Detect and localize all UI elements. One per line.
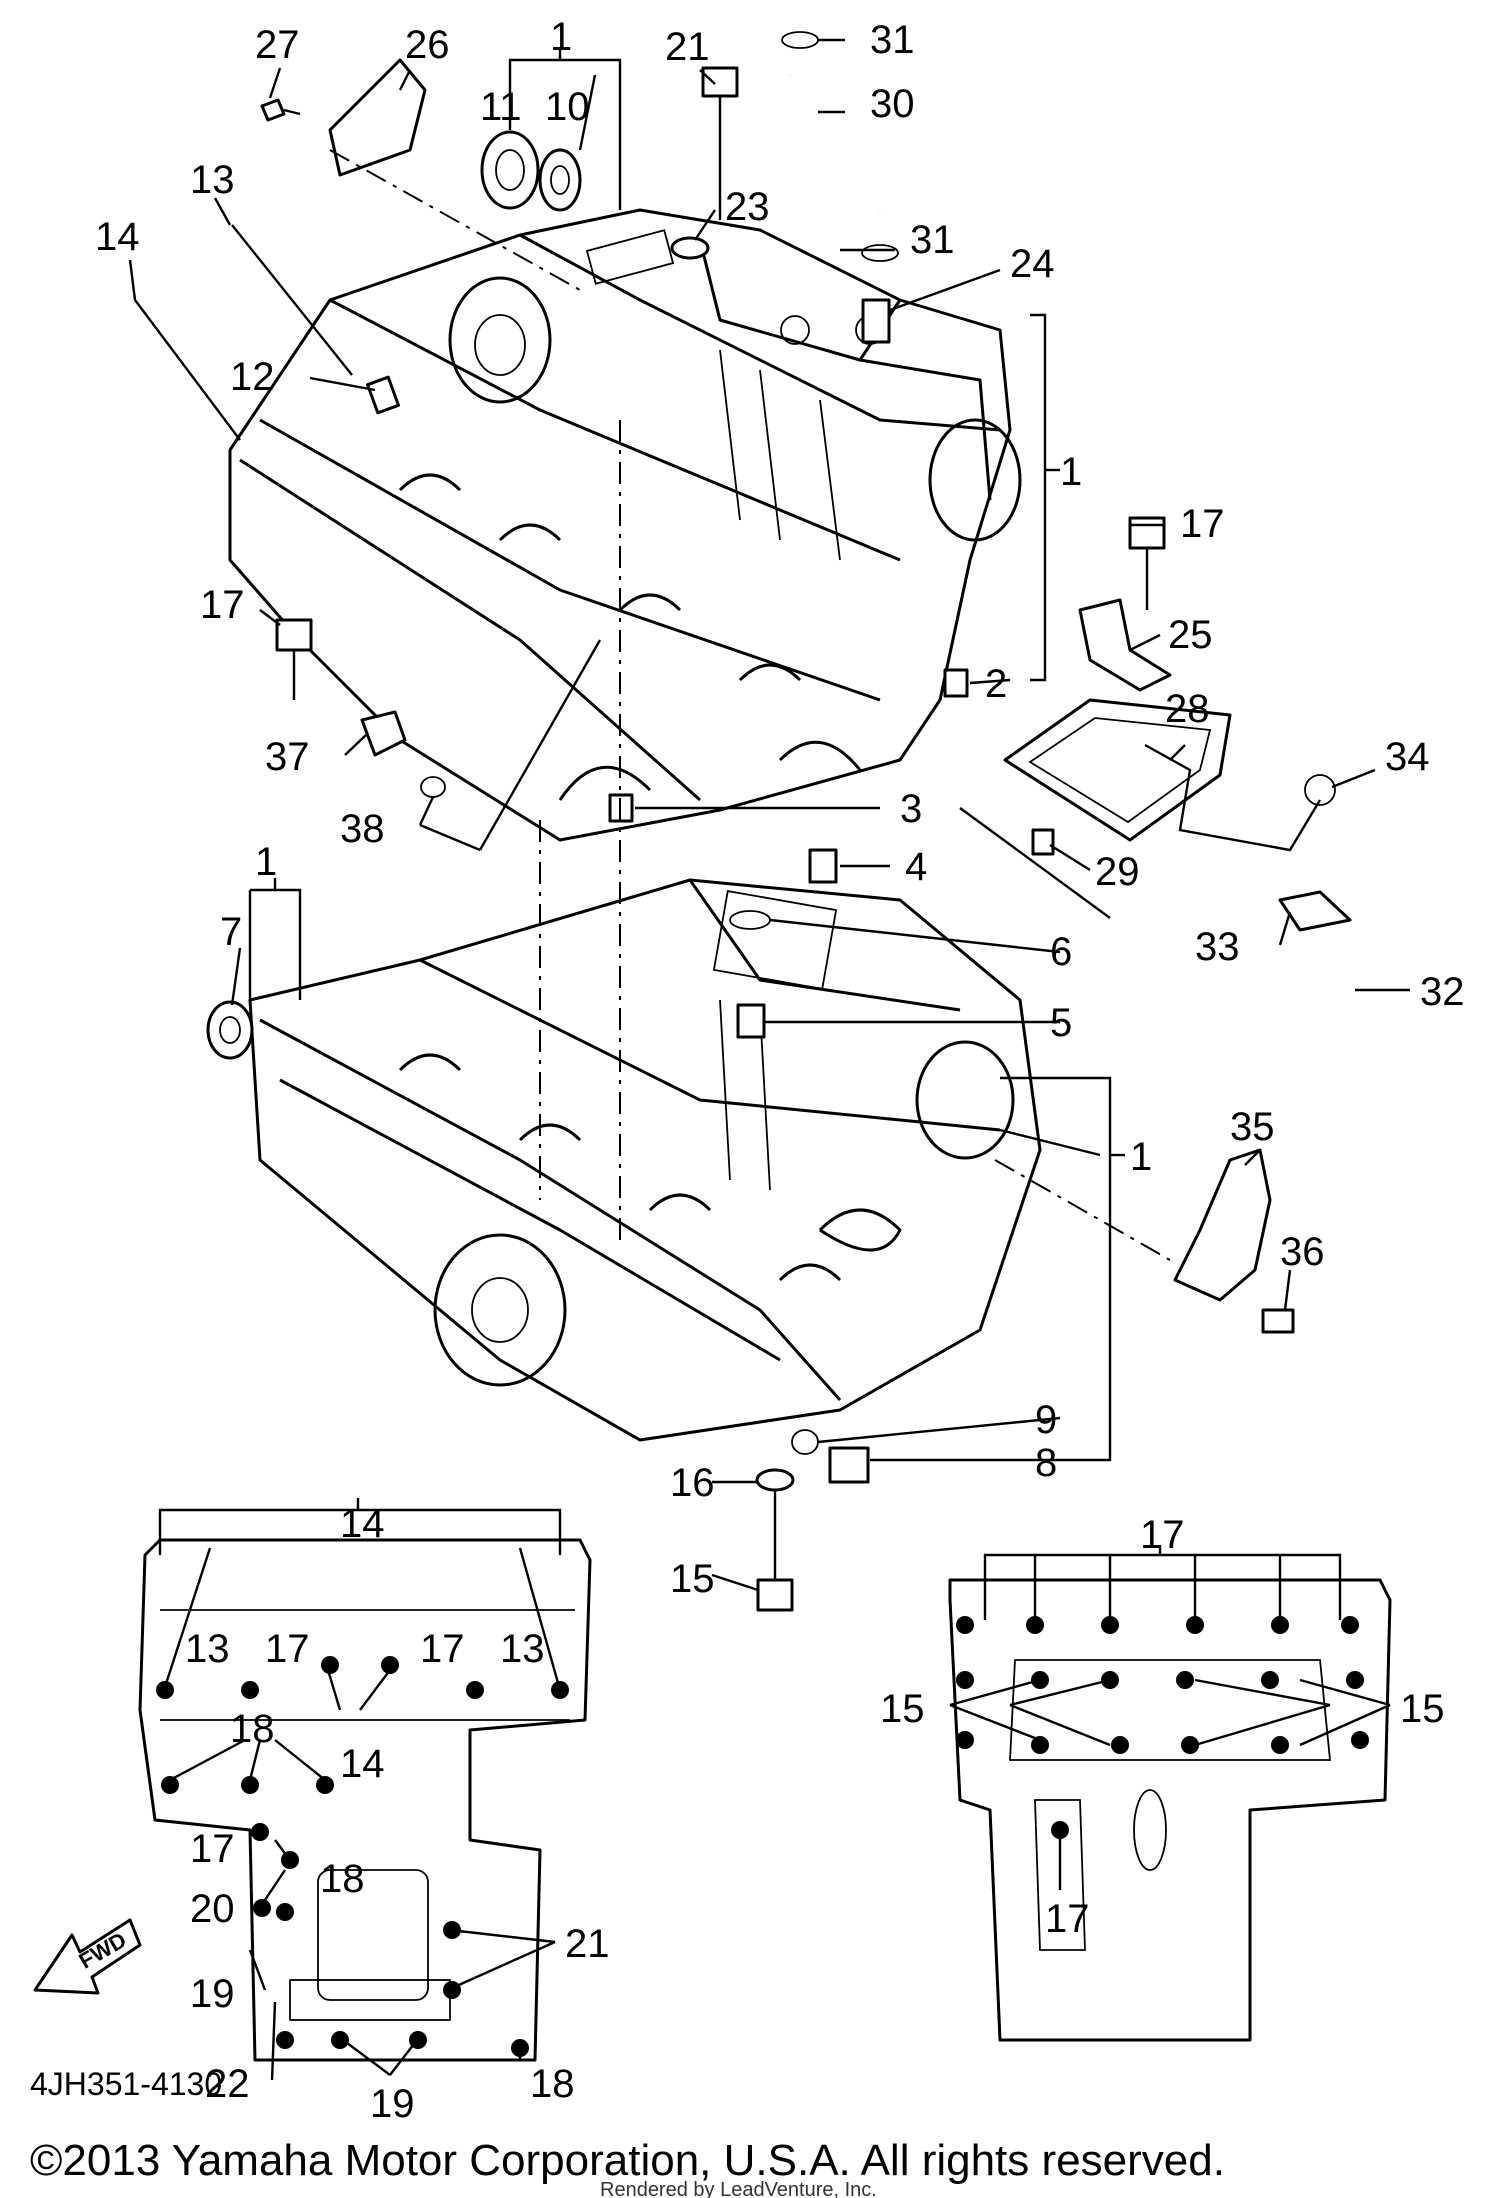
callout-18: 18 — [530, 2062, 575, 2106]
callout-22: 22 — [205, 2062, 250, 2106]
callout-17: 17 — [1140, 1513, 1185, 1557]
fwd-arrow-icon: FWD — [33, 1918, 142, 1995]
inset-bolt-pattern-lower — [948, 1545, 1392, 2042]
callout-26: 26 — [405, 23, 450, 67]
callout-30: 30 — [870, 82, 915, 126]
assembly-center-lines — [329, 149, 1171, 1261]
callout-31: 31 — [910, 218, 955, 262]
callout-labels: 1 11 10 27 26 21 31 30 23 31 24 13 14 12… — [95, 15, 1465, 2126]
callout-1: 1 — [1130, 1135, 1152, 1179]
callout-17: 17 — [420, 1627, 465, 1671]
callout-25: 25 — [1168, 613, 1213, 657]
callout-24: 24 — [1010, 242, 1055, 286]
callout-4: 4 — [905, 845, 927, 889]
callout-1: 1 — [255, 840, 277, 884]
callout-18: 18 — [320, 1857, 365, 1901]
callout-18: 18 — [230, 1707, 275, 1751]
callout-14: 14 — [95, 215, 140, 259]
callout-6: 6 — [1050, 930, 1072, 974]
callout-15: 15 — [880, 1687, 925, 1731]
callout-17: 17 — [200, 583, 245, 627]
callout-19: 19 — [190, 1972, 235, 2016]
callout-37: 37 — [265, 735, 310, 779]
callout-21: 21 — [565, 1922, 610, 1966]
callout-13: 13 — [185, 1627, 230, 1671]
callout-17: 17 — [265, 1627, 310, 1671]
rendered-by-credit: Rendered by LeadVenture, Inc. — [600, 2179, 877, 2198]
callout-13: 13 — [500, 1627, 545, 1671]
callout-31: 31 — [870, 18, 915, 62]
callout-14: 14 — [340, 1502, 385, 1546]
callout-9: 9 — [1035, 1398, 1057, 1442]
diagram-reference-code: 4JH351-4130 — [30, 2066, 222, 2102]
copyright-notice: ©2013 Yamaha Motor Corporation, U.S.A. A… — [30, 2136, 1225, 2185]
leader-lines — [128, 38, 1410, 1592]
callout-16: 16 — [670, 1461, 715, 1505]
callout-2: 2 — [985, 662, 1007, 706]
callout-10: 10 — [545, 85, 590, 129]
callout-7: 7 — [220, 910, 242, 954]
callout-28: 28 — [1165, 687, 1210, 731]
callout-38: 38 — [340, 807, 385, 851]
callout-17: 17 — [190, 1827, 235, 1871]
callout-35: 35 — [1230, 1105, 1275, 1149]
callout-1: 1 — [1060, 450, 1082, 494]
callout-36: 36 — [1280, 1230, 1325, 1274]
callout-19: 19 — [370, 2082, 415, 2126]
callout-27: 27 — [255, 23, 300, 67]
callout-14: 14 — [340, 1742, 385, 1786]
callout-15: 15 — [670, 1557, 715, 1601]
callout-8: 8 — [1035, 1441, 1057, 1485]
callout-23: 23 — [725, 185, 770, 229]
lower-crankcase — [248, 878, 1042, 1442]
callout-11: 11 — [480, 85, 522, 129]
callout-13: 13 — [190, 158, 235, 202]
callout-12: 12 — [230, 355, 275, 399]
upper-crankcase — [228, 208, 1022, 842]
callout-34: 34 — [1385, 735, 1430, 779]
callout-15: 15 — [1400, 1687, 1445, 1731]
callout-33: 33 — [1195, 925, 1240, 969]
callout-3: 3 — [900, 787, 922, 831]
callout-5: 5 — [1050, 1001, 1072, 1045]
callout-1: 1 — [550, 15, 572, 59]
callout-32: 32 — [1420, 970, 1465, 1014]
inset-bolt-pattern-upper — [138, 1498, 592, 2081]
callout-17: 17 — [1180, 502, 1225, 546]
callout-21: 21 — [665, 25, 710, 69]
callout-29: 29 — [1095, 850, 1140, 894]
callout-17: 17 — [1045, 1897, 1090, 1941]
callout-20: 20 — [190, 1887, 235, 1931]
